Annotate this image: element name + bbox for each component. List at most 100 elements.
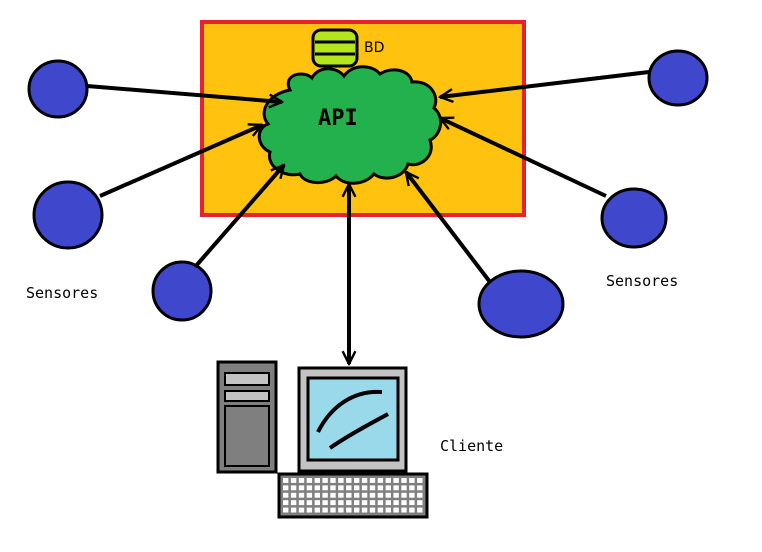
keyboard-key: [298, 500, 305, 506]
keyboard-key: [369, 478, 376, 483]
keyboard-key: [322, 485, 328, 491]
keyboard-key: [385, 478, 391, 483]
keyboard-key: [417, 492, 423, 498]
keyboard-key: [338, 507, 344, 513]
keyboard-key: [322, 507, 328, 513]
cloud-icon: [257, 65, 443, 185]
keyboard-key: [283, 500, 289, 506]
keyboard-key: [290, 500, 297, 506]
keyboard-key: [306, 492, 313, 498]
sensor-node: [151, 260, 213, 322]
keyboard-key: [298, 485, 305, 491]
keyboard-key: [385, 485, 391, 491]
keyboard-key: [354, 492, 360, 498]
keyboard-key: [298, 507, 305, 513]
keyboard-key: [417, 485, 423, 491]
keyboard-key: [401, 507, 407, 513]
computer-tower: [216, 360, 278, 474]
keyboard-key: [290, 507, 297, 513]
keyboard-key: [417, 500, 423, 506]
keyboard-key: [401, 500, 407, 506]
keyboard-key: [354, 485, 360, 491]
keyboard-key: [330, 492, 336, 498]
keyboard-key: [369, 485, 376, 491]
keyboard-key: [401, 485, 407, 491]
sensor-node: [27, 59, 89, 119]
keyboard-key: [409, 485, 415, 491]
keyboard-key: [409, 492, 415, 498]
keyboard-key: [330, 478, 336, 483]
keyboard-key: [338, 478, 344, 483]
keyboard-key: [306, 500, 313, 506]
keyboard-key: [377, 500, 384, 506]
keyboard-key: [377, 478, 384, 483]
keyboard-key: [385, 507, 391, 513]
keyboard-key: [314, 485, 320, 491]
keyboard-key: [369, 500, 376, 506]
computer-icon: [297, 366, 408, 473]
keyboard-key: [377, 492, 384, 498]
keyboard-key: [417, 507, 423, 513]
sensors-label-left: Sensores: [26, 284, 99, 302]
keyboard-key: [298, 478, 305, 483]
keyboard-key: [314, 507, 320, 513]
keyboard-key: [330, 507, 336, 513]
keyboard-key: [330, 485, 336, 491]
keyboard-key: [385, 492, 391, 498]
keyboard-key: [338, 500, 344, 506]
keyboard-key: [314, 478, 320, 483]
keyboard-key: [393, 500, 399, 506]
keyboard-key: [330, 500, 336, 506]
sensors-label-right: Sensores: [606, 272, 679, 290]
sensor-node: [32, 180, 104, 250]
keyboard-key: [346, 485, 352, 491]
keyboard-key: [393, 485, 399, 491]
keyboard-key: [361, 492, 368, 498]
keyboard-key: [322, 500, 328, 506]
keyboard-key: [346, 507, 352, 513]
database-icon: [311, 28, 359, 68]
keyboard-key: [401, 478, 407, 483]
keyboard-key: [377, 507, 384, 513]
keyboard-key: [361, 485, 368, 491]
keyboard-key: [401, 492, 407, 498]
keyboard-key: [393, 507, 399, 513]
keyboard-key: [385, 500, 391, 506]
sensor-node: [647, 49, 709, 107]
keyboard-key: [322, 492, 328, 498]
keyboard-key: [346, 500, 352, 506]
keyboard-key: [306, 507, 313, 513]
keyboard-key: [346, 492, 352, 498]
sensor-node: [600, 187, 668, 249]
keyboard-key: [361, 478, 368, 483]
client-label: Cliente: [440, 437, 504, 455]
keyboard-key: [369, 492, 376, 498]
keyboard-key: [417, 478, 423, 483]
keyboard-key: [290, 478, 297, 483]
keyboard-icon: [277, 472, 429, 519]
keyboard-key: [409, 500, 415, 506]
keyboard-key: [393, 478, 399, 483]
keyboard-key: [290, 485, 297, 491]
keyboard-key: [369, 507, 376, 513]
keyboard-key: [393, 492, 399, 498]
keyboard-key: [338, 492, 344, 498]
keyboard-key: [354, 478, 360, 483]
keyboard-key: [409, 478, 415, 483]
sensor-node: [477, 269, 565, 339]
keyboard-key: [361, 507, 368, 513]
keyboard-key: [322, 478, 328, 483]
keyboard-key: [283, 478, 289, 483]
keyboard-key: [314, 500, 320, 506]
keyboard-key: [354, 500, 360, 506]
keyboard-key: [283, 485, 289, 491]
keyboard-key: [283, 492, 289, 498]
keyboard-key: [346, 478, 352, 483]
keyboard-key: [298, 492, 305, 498]
keyboard-key: [338, 485, 344, 491]
api-label: API: [318, 106, 358, 131]
keyboard-key: [306, 485, 313, 491]
keyboard-key: [290, 492, 297, 498]
keyboard-key: [283, 507, 289, 513]
